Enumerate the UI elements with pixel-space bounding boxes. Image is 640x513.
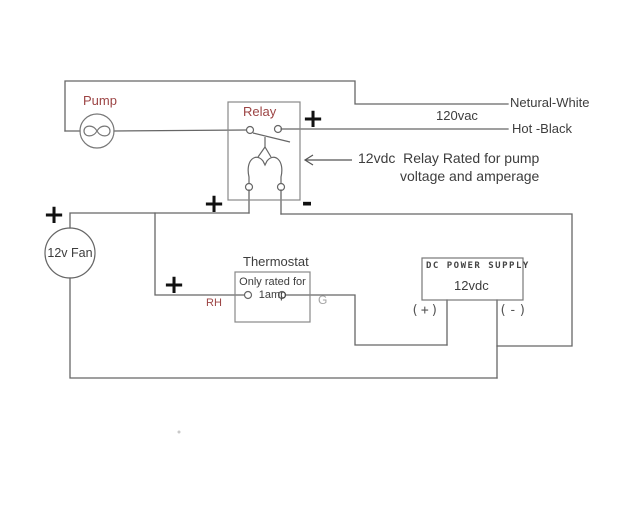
relay-top-plus-mark: +: [302, 104, 324, 134]
thermostat-rating-line2: 1amp: [258, 289, 287, 301]
relay-note-line2: voltage and amperage: [400, 168, 540, 184]
wire-negative-bus: [280, 213, 573, 347]
g-terminal-label: G: [318, 293, 328, 307]
fan-plus-mark: +: [43, 200, 65, 230]
fan-circle: [44, 227, 96, 279]
relay-box: [227, 101, 301, 201]
thermostat-rating-line1: Only rated for: [239, 276, 306, 288]
thermostat-terminal-rh: [243, 290, 253, 300]
neutral-wire-label: Netural-White: [510, 95, 590, 110]
annotation-arrow-head: [303, 154, 314, 166]
wire-thermostat-rh: [154, 212, 245, 296]
relay-note-line1: 12vdc Relay Rated for pump: [358, 150, 540, 166]
thermostat-plus-mark: +: [163, 270, 185, 300]
power-supply-title: DC POWER SUPPLY: [426, 261, 530, 271]
pump-circle: [79, 113, 115, 149]
thermostat-terminal-g: [277, 290, 287, 300]
power-supply-voltage: 12vdc: [454, 278, 489, 293]
relay-contact-left: [245, 125, 255, 135]
wire-fan-negative: [69, 277, 498, 379]
hot-wire-label: Hot -Black: [512, 121, 572, 136]
wire-positive-bus: [69, 212, 250, 229]
wire-neutral-loop: [64, 80, 509, 132]
relay-terminal-left: [244, 182, 254, 192]
rh-terminal-label: RH: [206, 297, 222, 309]
power-supply-negative-label: (-): [499, 303, 529, 318]
artifact-dot: [177, 430, 181, 434]
relay-contact-right: [273, 124, 283, 134]
relay-switch-arm: [252, 132, 291, 143]
power-supply-box: [421, 257, 524, 301]
thermostat-title: Thermostat: [243, 254, 309, 269]
ac-voltage-label: 120vac: [436, 108, 478, 123]
pump-infinity-symbol: [83, 125, 111, 137]
relay-coil: [247, 156, 283, 183]
relay-terminal-right: [276, 182, 286, 192]
wire-pump-to-relay: [113, 129, 247, 132]
relay-coil-plus-mark: +: [203, 189, 225, 219]
fan-label: 12v Fan: [47, 246, 93, 260]
relay-label: Relay: [243, 104, 277, 119]
relay-arm-caret: [257, 145, 272, 158]
relay-coil-minus-mark: -: [301, 188, 313, 218]
thermostat-box: [234, 271, 311, 323]
wire-g-to-positive: [285, 294, 448, 346]
power-supply-positive-label: (+): [411, 303, 441, 318]
pump-label: Pump: [83, 93, 117, 108]
